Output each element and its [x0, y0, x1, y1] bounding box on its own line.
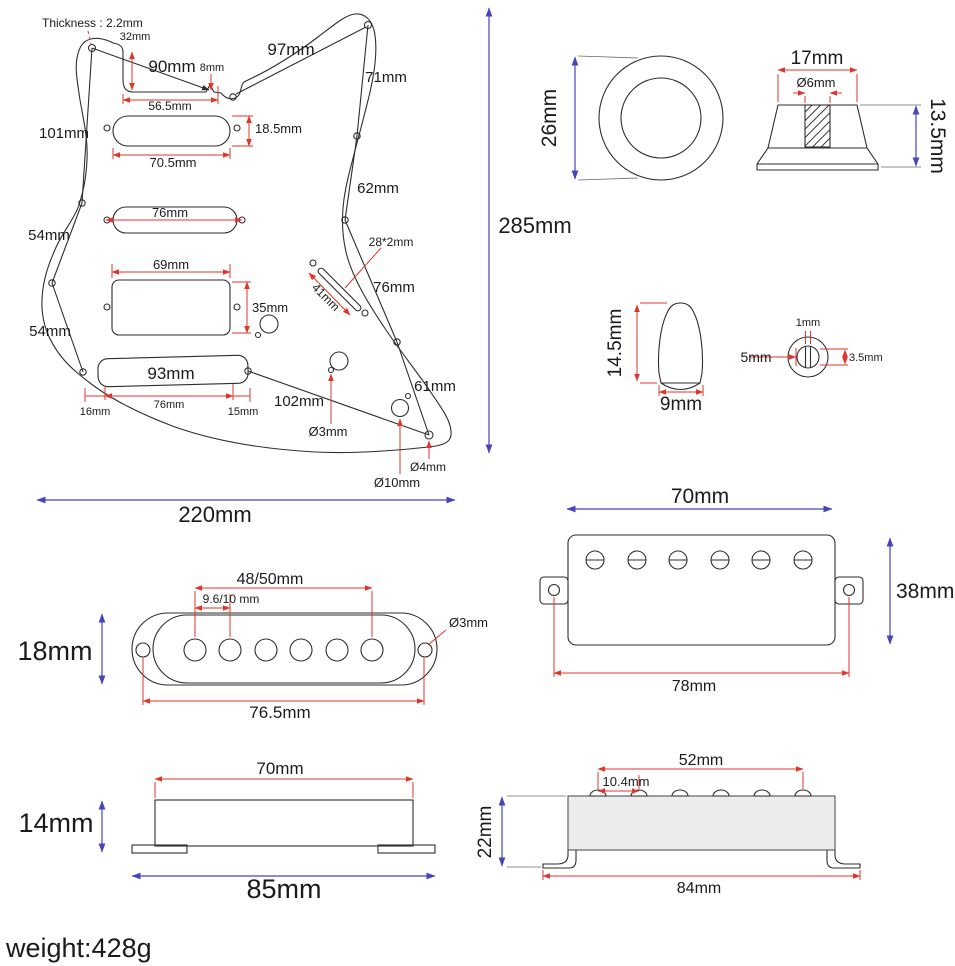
- dim-26: 26mm: [538, 89, 561, 147]
- single-coil-side-body: [154, 799, 414, 847]
- knob-shaft-hatched: [804, 104, 831, 148]
- knob-side-view: 17mm Ø6mm 13.5mm: [756, 48, 949, 174]
- single-coil-left-flange: [131, 844, 188, 854]
- dim-62: 62mm: [357, 180, 399, 197]
- bridge-pickup-opening: [97, 354, 249, 388]
- humbucker-pole-screws: [585, 550, 813, 570]
- humbucker-opening: [111, 279, 231, 336]
- dim-285: 285mm: [498, 213, 571, 238]
- dim-28x2: 28*2mm: [369, 235, 414, 249]
- dim-sc-dia3: Ø3mm: [449, 615, 488, 630]
- neck-pickup-opening: [112, 115, 231, 147]
- dim-scside-70: 70mm: [256, 759, 303, 778]
- dim-220: 220mm: [178, 502, 251, 527]
- dim-101: 101mm: [39, 125, 89, 142]
- dim-69: 69mm: [153, 257, 189, 272]
- dim-90: 90mm: [148, 57, 195, 76]
- dim-1: 1mm: [796, 317, 820, 329]
- dim-10-4: 10.4mm: [603, 774, 650, 789]
- dim-9: 9mm: [660, 394, 702, 415]
- dim-14: 14mm: [18, 808, 93, 838]
- dim-54-lower: 54mm: [29, 323, 71, 340]
- humbucker-left-leg: [542, 850, 577, 869]
- dim-22: 22mm: [475, 806, 496, 859]
- dim-17: 17mm: [791, 48, 844, 69]
- switch-tip-bottom-view: 1mm 5mm 3.5mm: [740, 317, 883, 378]
- dim-hb-38: 38mm: [896, 580, 954, 603]
- knob-top-view: 26mm: [538, 55, 724, 181]
- dim-3-5: 3.5mm: [849, 352, 883, 364]
- dim-76-bridge: 76mm: [154, 399, 185, 411]
- humbucker-side-view: 52mm 10.4mm 22mm 84mm: [475, 752, 861, 897]
- dim-61: 61mm: [414, 378, 456, 395]
- dim-14-5: 14.5mm: [605, 309, 626, 378]
- dim-32: 32mm: [120, 31, 151, 43]
- dim-93: 93mm: [147, 364, 194, 383]
- humbucker-right-leg: [826, 850, 861, 869]
- pickguard-drawing: Thickness : 2.2mm 32mm 90mm 8mm 97mm 56.…: [28, 7, 572, 527]
- dim-35: 35mm: [252, 300, 288, 315]
- thickness-label: Thickness : 2.2mm: [42, 16, 143, 30]
- dim-85: 85mm: [246, 874, 321, 904]
- single-coil-cover-inner: [152, 614, 416, 684]
- pot-holes: [254, 314, 412, 418]
- dim-71: 71mm: [365, 69, 407, 86]
- knob-outer-circle: [598, 55, 724, 181]
- dim-16: 16mm: [80, 406, 111, 418]
- dim-dia10: Ø10mm: [374, 475, 420, 490]
- pickguard-outline: [41, 13, 452, 454]
- humbucker-body: [567, 534, 836, 646]
- dim-41: 41mm: [309, 280, 342, 313]
- dim-102: 102mm: [274, 393, 324, 410]
- single-coil-right-flange: [377, 844, 436, 854]
- single-coil-poles: [183, 638, 384, 662]
- single-coil-side-view: 70mm 14mm 85mm: [18, 759, 436, 904]
- humbucker-side-body: [567, 795, 836, 851]
- dim-76-mid: 76mm: [152, 205, 188, 220]
- dim-76-right: 76mm: [373, 279, 415, 296]
- dim-54-upper: 54mm: [28, 227, 70, 244]
- single-coil-cover-outer: [131, 612, 438, 686]
- dim-9-6-10: 9.6/10 mm: [203, 592, 260, 606]
- dim-hb-78: 78mm: [672, 678, 716, 695]
- knob-side-outline: [756, 104, 879, 171]
- dim-76-5: 76.5mm: [249, 703, 310, 722]
- dim-dia3: Ø3mm: [309, 424, 348, 439]
- dim-dia4: Ø4mm: [410, 460, 446, 474]
- dim-13-5: 13.5mm: [926, 98, 949, 174]
- dim-18-5: 18.5mm: [255, 121, 302, 136]
- pickguard-red-dims: [84, 30, 432, 474]
- dim-48-50: 48/50mm: [237, 571, 304, 588]
- dim-56-5: 56.5mm: [148, 99, 191, 113]
- dim-hb-70: 70mm: [671, 485, 729, 508]
- dim-dia6: Ø6mm: [797, 75, 836, 90]
- dim-52: 52mm: [679, 752, 723, 769]
- dim-5: 5mm: [740, 349, 771, 365]
- switch-tip-side-view: 14.5mm 9mm: [605, 302, 704, 415]
- dim-8: 8mm: [200, 62, 224, 74]
- single-coil-top-view: 48/50mm 9.6/10 mm 18mm Ø3mm 76.5mm: [17, 571, 488, 722]
- switch-tip-outline: [657, 302, 704, 384]
- knob-inner-circle: [620, 77, 702, 159]
- dim-84: 84mm: [677, 880, 721, 897]
- dim-15: 15mm: [228, 406, 259, 418]
- dim-97: 97mm: [267, 40, 314, 59]
- humbucker-top-view: 70mm 38mm 78mm: [539, 485, 954, 695]
- dim-70-5: 70.5mm: [150, 155, 197, 170]
- pickguard-chord-dims: [51, 24, 430, 436]
- dim-sc-18: 18mm: [17, 636, 92, 666]
- weight-label: weight:428g: [5, 933, 152, 963]
